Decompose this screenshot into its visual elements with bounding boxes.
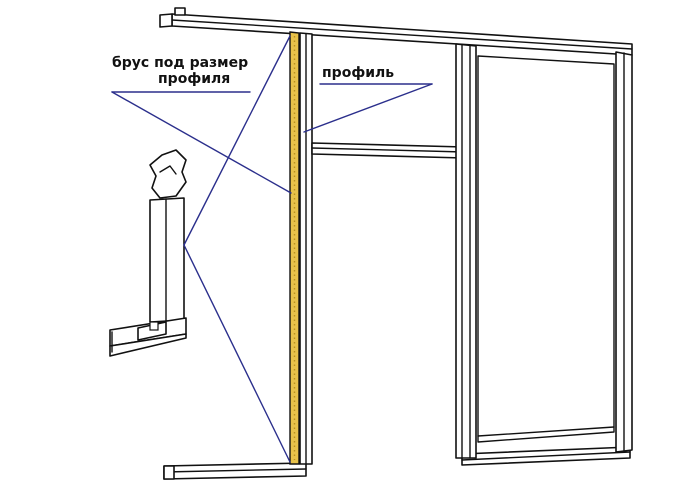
- leader-timber-top: [183, 35, 291, 246]
- timber-broken-end: [149, 149, 187, 199]
- leader-profile-to-stud: [303, 83, 433, 133]
- reinforced-door-stud: [289, 31, 313, 465]
- wall-frame: [159, 7, 633, 480]
- leader-lines: [111, 35, 433, 463]
- bottom-guide-rail: [163, 446, 631, 480]
- label-profile: профиль: [322, 65, 394, 81]
- top-guide-rail: [159, 7, 633, 56]
- leader-timber-to-stud: [111, 91, 292, 194]
- end-stud: [615, 51, 633, 453]
- label-timber-line2: профиля: [158, 71, 230, 87]
- label-timber-line1: брус под размер: [112, 55, 248, 71]
- leader-timber-bottom: [183, 244, 291, 463]
- door-header-lintel: [311, 142, 465, 159]
- stud-timber-detail: [109, 149, 187, 357]
- right-door-stud: [455, 43, 477, 459]
- right-bay-panel: [477, 55, 615, 443]
